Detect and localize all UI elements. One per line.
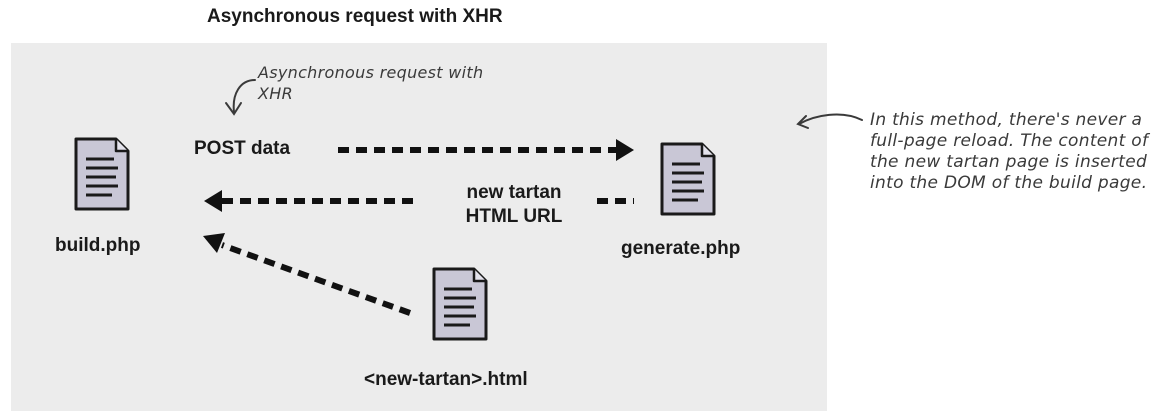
generate-document-icon <box>660 142 716 216</box>
build-document-icon <box>74 137 130 211</box>
new-tartan-document-icon <box>432 267 488 341</box>
response-label: new tartan HTML URL <box>434 181 594 229</box>
side-note-pointer <box>796 113 863 129</box>
side-note: In this method, there's never a full-pag… <box>870 110 1149 193</box>
post-arrow <box>338 139 634 161</box>
response-label-line2: HTML URL <box>465 206 563 227</box>
async-annotation-pointer <box>225 79 256 116</box>
generate-label: generate.php <box>621 238 741 259</box>
response-label-line1: new tartan <box>466 182 562 203</box>
new-tartan-label: <new-tartan>.html <box>364 369 528 390</box>
response-arrow <box>204 190 634 212</box>
diagram-panel <box>11 43 827 411</box>
inserted-arrow <box>203 233 412 316</box>
async-annotation: Asynchronous request with XHR <box>258 63 484 103</box>
diagram-title: Asynchronous request with XHR <box>207 6 503 27</box>
post-data-label: POST data <box>194 138 291 159</box>
build-label: build.php <box>55 235 141 256</box>
